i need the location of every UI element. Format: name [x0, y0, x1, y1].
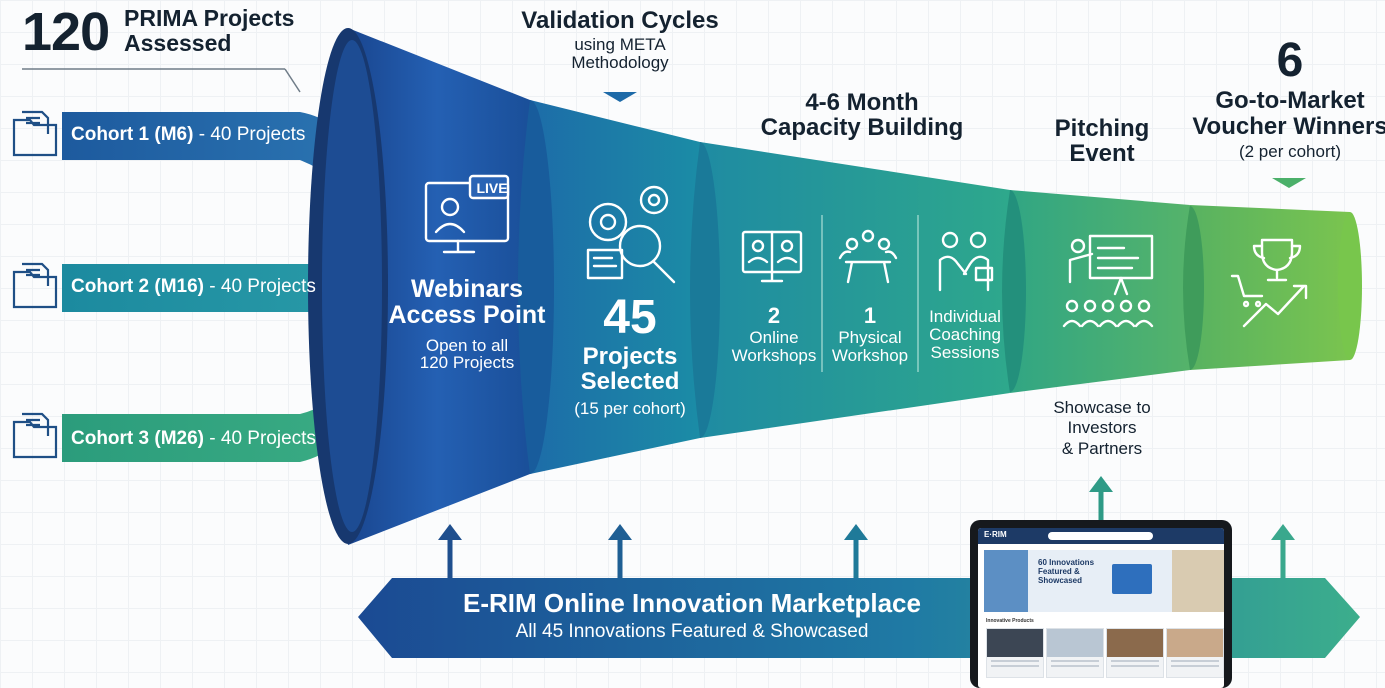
workshop-physical-line1: Physical	[838, 328, 902, 348]
gtm-heading: 6 Go-to-Market Voucher Winners (2 per co…	[1190, 34, 1385, 161]
webinars-block: Webinars Access Point Open to all 120 Pr…	[384, 276, 550, 372]
webinars-title-1: Webinars	[410, 275, 524, 303]
screen-product-card	[1106, 628, 1164, 678]
capacity-title-2: Capacity Building	[760, 114, 964, 142]
projects-assessed-line1: PRIMA Projects	[124, 5, 295, 31]
gtm-title-1: Go-to-Market	[1215, 87, 1365, 115]
marketplace-title: E-RIM Online Innovation Marketplace	[463, 588, 921, 618]
live-webinar-icon	[424, 174, 510, 254]
projects-assessed-title: PRIMA Projects Assessed	[124, 5, 295, 57]
screen-search-bar	[1048, 532, 1153, 540]
workshop-coaching-line1: Individual	[929, 307, 1001, 326]
screen-product-card	[1046, 628, 1104, 678]
cohort-3-projects: - 40 Projects	[209, 428, 316, 449]
cohort-3-name: Cohort 3 (M26)	[71, 428, 204, 449]
projects-assessed-count: 120	[22, 2, 110, 62]
gtm-pointer	[1272, 178, 1306, 188]
funnel-segment-pitching	[1000, 190, 1190, 393]
meeting-table-icon	[838, 229, 898, 284]
arrow-up-1	[438, 524, 462, 578]
webinars-sub-2: 120 Projects	[419, 353, 515, 373]
arrow-up-5	[1271, 524, 1295, 578]
funnel-segment-selected	[518, 100, 700, 474]
pitch-note: Showcase to Investors & Partners	[1036, 398, 1168, 459]
workshop-online-count: 2	[767, 303, 781, 328]
selected-title-2: Selected	[580, 368, 680, 396]
validation-title: Validation Cycles	[521, 7, 719, 34]
presenter-icon	[1062, 234, 1154, 328]
gtm-sub: (2 per cohort)	[1238, 141, 1342, 161]
gtm-title-2: Voucher Winners	[1192, 112, 1385, 140]
pitch-note-3: & Partners	[1061, 438, 1143, 458]
capacity-heading: 4-6 Month Capacity Building	[752, 89, 972, 142]
validation-sub-2: Methodology	[571, 53, 669, 73]
handshake-icon	[938, 231, 994, 292]
selected-sub: (15 per cohort)	[574, 399, 686, 419]
validation-pointer	[603, 92, 637, 102]
validation-heading: Validation Cycles using META Methodology	[506, 8, 734, 72]
trophy-growth-icon	[1230, 238, 1308, 328]
live-badge: LIVE	[476, 180, 508, 196]
funnel-segment-gtm	[1181, 205, 1358, 370]
workshop-online: 2 Online Workshops	[726, 304, 822, 365]
selected-count: 45	[603, 291, 657, 344]
pitch-note-1: Showcase to	[1053, 398, 1151, 417]
marketplace-screen: E·RIM 60 Innovations Featured & Showcase…	[978, 528, 1224, 688]
folder-icon	[12, 110, 58, 459]
arrow-up-3	[844, 524, 868, 578]
screen-brand: E·RIM	[984, 530, 1007, 539]
selected-block: 45 Projects Selected (15 per cohort)	[560, 294, 700, 418]
marketplace-sub: All 45 Innovations Featured & Showcased	[515, 621, 869, 643]
marketplace-monitor: E·RIM 60 Innovations Featured & Showcase…	[970, 520, 1232, 688]
pitch-note-2: Investors	[1067, 418, 1137, 438]
cohort-1-label: Cohort 1 (M6) - 40 Projects	[71, 124, 305, 146]
workshop-online-line2: Workshops	[731, 345, 817, 365]
video-call-icon	[741, 230, 803, 283]
webinars-sub-1: Open to all	[425, 335, 509, 355]
workshop-coaching: Individual Coaching Sessions	[918, 308, 1012, 362]
gears-search-icon	[586, 185, 676, 284]
screen-hero-title: 60 Innovations Featured & Showcased	[1038, 558, 1095, 586]
cohort-1-name: Cohort 1 (M6)	[71, 124, 194, 145]
gtm-count: 6	[1276, 34, 1304, 87]
projects-assessed-line2: Assessed	[124, 30, 232, 57]
marketplace-text: E-RIM Online Innovation Marketplace All …	[392, 588, 992, 643]
cohort-3-label: Cohort 3 (M26) - 40 Projects	[71, 428, 316, 450]
webinars-title-2: Access Point	[388, 301, 546, 330]
pitching-title-2: Event	[1069, 140, 1135, 168]
arrow-up-4	[1089, 476, 1113, 520]
workshop-physical: 1 Physical Workshop	[822, 304, 918, 365]
workshop-coaching-line3: Sessions	[930, 342, 1000, 362]
selected-title-1: Projects	[582, 343, 678, 370]
workshop-physical-line2: Workshop	[831, 345, 909, 365]
pitching-title-1: Pitching	[1054, 115, 1150, 142]
workshop-online-line1: Online	[749, 328, 799, 348]
capacity-title-1: 4-6 Month	[805, 89, 919, 116]
screen-navbar: E·RIM	[978, 528, 1224, 544]
cohort-2-projects: - 40 Projects	[209, 276, 316, 297]
cohort-2-label: Cohort 2 (M16) - 40 Projects	[71, 276, 316, 298]
funnel-segment-capacity	[689, 142, 1010, 438]
cohort-2-name: Cohort 2 (M16)	[71, 276, 204, 297]
screen-product-card	[1166, 628, 1224, 678]
workshop-physical-count: 1	[863, 303, 877, 328]
pitching-heading: Pitching Event	[1036, 115, 1168, 168]
screen-hero	[984, 550, 1224, 612]
workshop-coaching-line2: Coaching	[929, 324, 1001, 344]
cohort-1-projects: - 40 Projects	[198, 124, 306, 145]
screen-section-title: Innovative Products	[986, 618, 1034, 624]
validation-sub-1: using META	[574, 35, 666, 55]
screen-product-card	[986, 628, 1044, 678]
arrow-up-2	[608, 524, 632, 578]
